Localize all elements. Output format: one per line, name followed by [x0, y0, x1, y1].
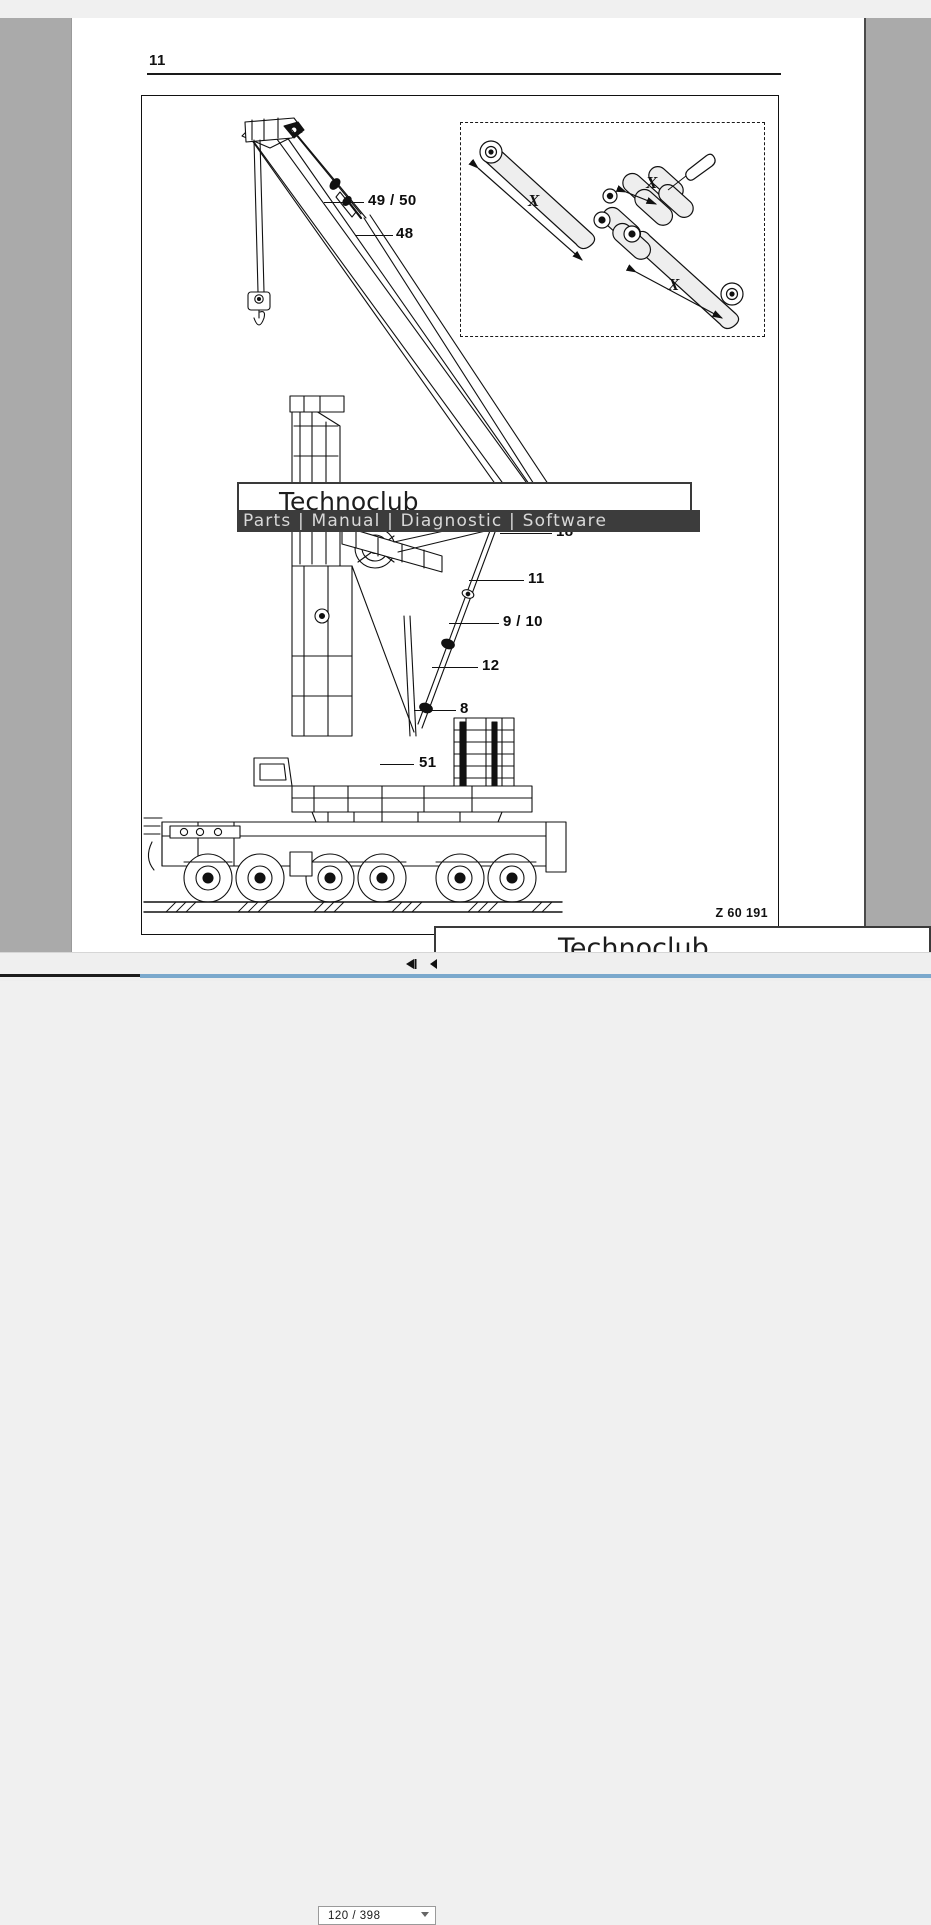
- callout-51: 51: [419, 754, 437, 771]
- header-rule: [147, 73, 781, 75]
- page-nav-controls: [403, 953, 441, 975]
- callout-12: 12: [482, 657, 500, 674]
- detail-inset: X X X: [460, 122, 765, 337]
- leader-line-18: [500, 533, 552, 534]
- document-scroll-area[interactable]: 11: [0, 18, 931, 952]
- inset-dim-label-x1: X: [527, 191, 540, 210]
- leader-line-8: [414, 710, 456, 711]
- viewer-top-strip: [0, 0, 931, 18]
- page-number-value: 120 / 398: [328, 1909, 381, 1922]
- linkage-detail-drawing: X X X: [468, 140, 744, 330]
- leader-line-51: [380, 764, 414, 765]
- figure-code: Z 60 191: [715, 906, 768, 920]
- taskbar-accent-line: [140, 974, 931, 978]
- watermark-title-bottom: Technoclub: [558, 933, 709, 952]
- previous-page-icon[interactable]: [425, 956, 441, 972]
- leader-line-49-50: [324, 202, 364, 203]
- inset-dim-label-x3: X: [645, 173, 658, 192]
- callout-48: 48: [396, 225, 414, 242]
- crane-technical-drawing: [143, 117, 573, 913]
- callout-9-10: 9 / 10: [503, 613, 543, 630]
- callout-11: 11: [528, 570, 545, 587]
- watermark-banner-bottom: Technoclub Parts | Manual | Diagnostic |…: [427, 920, 931, 952]
- viewer-bottom-toolbar: 120 / 398: [0, 952, 931, 1925]
- callout-8: 8: [460, 700, 469, 717]
- leader-line-9-10: [449, 623, 499, 624]
- callout-49-50: 49 / 50: [368, 192, 417, 209]
- watermark-nav-bar: Parts | Manual | Diagnostic | Software: [237, 510, 700, 532]
- first-page-icon[interactable]: [403, 956, 419, 972]
- leader-line-11: [469, 580, 524, 581]
- previous-page-glyph: [429, 959, 437, 969]
- leader-line-48: [355, 235, 393, 236]
- inset-dim-label-x2: X: [667, 275, 680, 294]
- watermark-banner-center: Technoclub Parts | Manual | Diagnostic |…: [237, 482, 700, 532]
- leader-line-12: [432, 667, 478, 668]
- page-number: 11: [149, 52, 166, 69]
- page-number-dropdown[interactable]: 120 / 398: [318, 1906, 436, 1925]
- window-bottom-fill: [0, 978, 931, 981]
- inset-dashed-border: [460, 122, 765, 337]
- first-page-glyph: [406, 959, 417, 969]
- chevron-down-icon[interactable]: [421, 1912, 429, 1917]
